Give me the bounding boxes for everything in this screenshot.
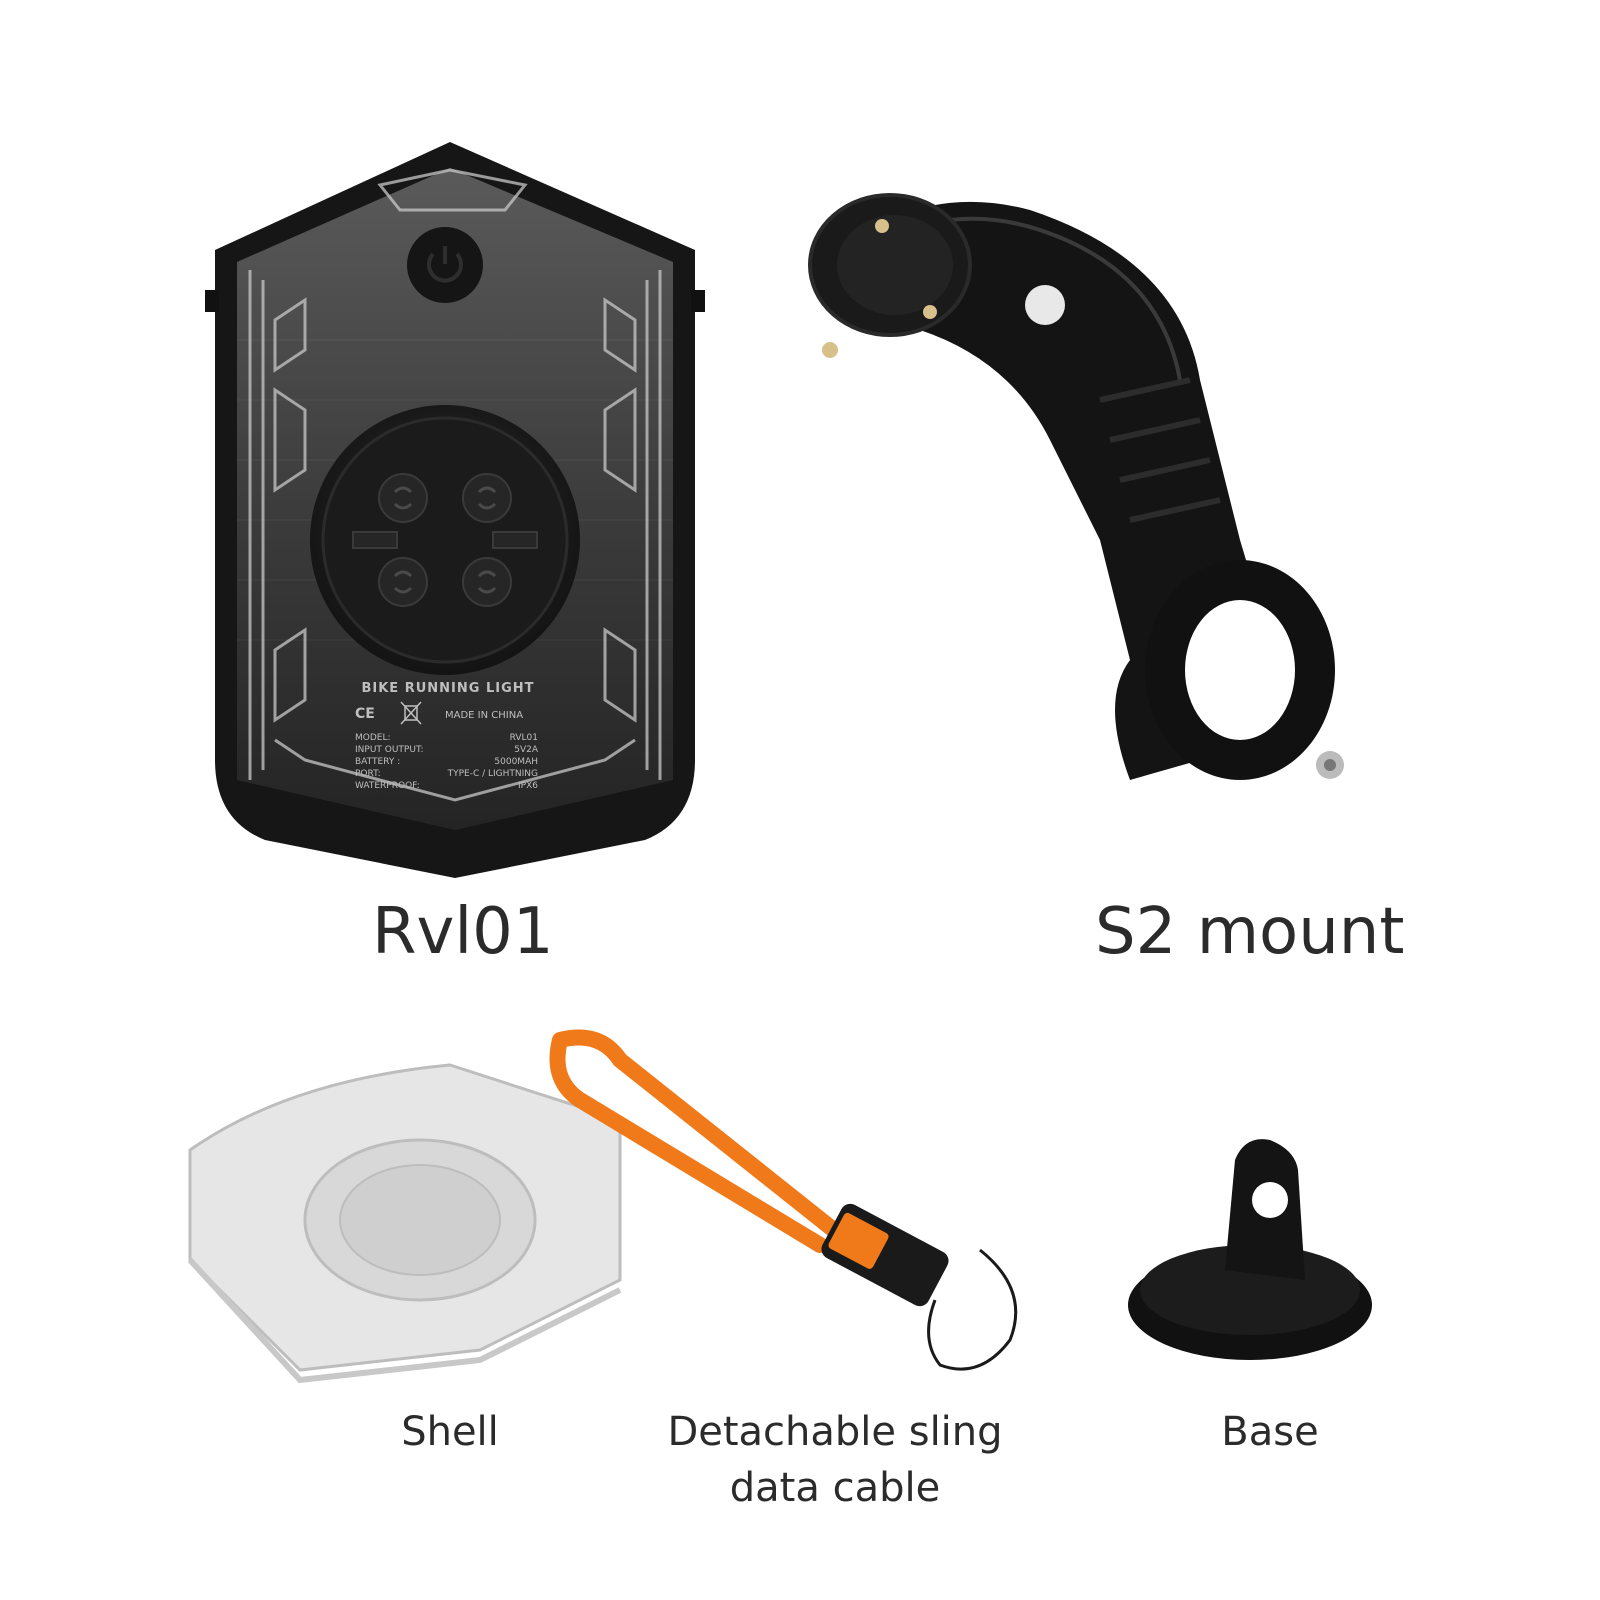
caption-cable-line1: Detachable sling <box>667 1409 1003 1455</box>
cable-image <box>549 1029 1018 1371</box>
shell-image <box>187 1063 622 1384</box>
caption-cable-line2: data cable <box>729 1465 941 1511</box>
device-title: BIKE RUNNING LIGHT <box>361 681 534 696</box>
caption-cable: Detachable sling data cable <box>620 1404 1050 1516</box>
base-image <box>1128 1139 1372 1360</box>
spec-label: MODEL: <box>355 733 391 743</box>
s2-mount-image <box>808 193 1344 780</box>
spec-label: PORT: <box>355 769 381 779</box>
weee-bin-icon <box>400 701 422 725</box>
spec-value: TYPE-C / LIGHTNING <box>447 769 538 779</box>
spec-label: BATTERY : <box>355 757 400 767</box>
caption-base: Base <box>1221 1409 1319 1455</box>
spec-value: IPX6 <box>518 781 538 791</box>
caption-shell: Shell <box>401 1409 499 1455</box>
caption-rvl01: Rvl01 <box>372 895 554 969</box>
caption-s2-mount: S2 mount <box>1095 895 1405 969</box>
rvl01-device-image: BIKE RUNNING LIGHT CE MADE IN CHINA MODE… <box>205 142 705 878</box>
spec-label: WATERPROOF: <box>355 781 420 791</box>
origin-text: MADE IN CHINA <box>445 710 523 721</box>
spec-label: INPUT OUTPUT: <box>355 745 423 755</box>
ce-mark: CE <box>355 706 375 722</box>
spec-value: 5V2A <box>514 745 539 755</box>
spec-value: RVL01 <box>510 733 538 743</box>
spec-list: MODEL: RVL01 INPUT OUTPUT: 5V2A BATTERY … <box>355 733 539 791</box>
power-icon <box>427 246 463 283</box>
spec-value: 5000MAH <box>494 757 538 767</box>
